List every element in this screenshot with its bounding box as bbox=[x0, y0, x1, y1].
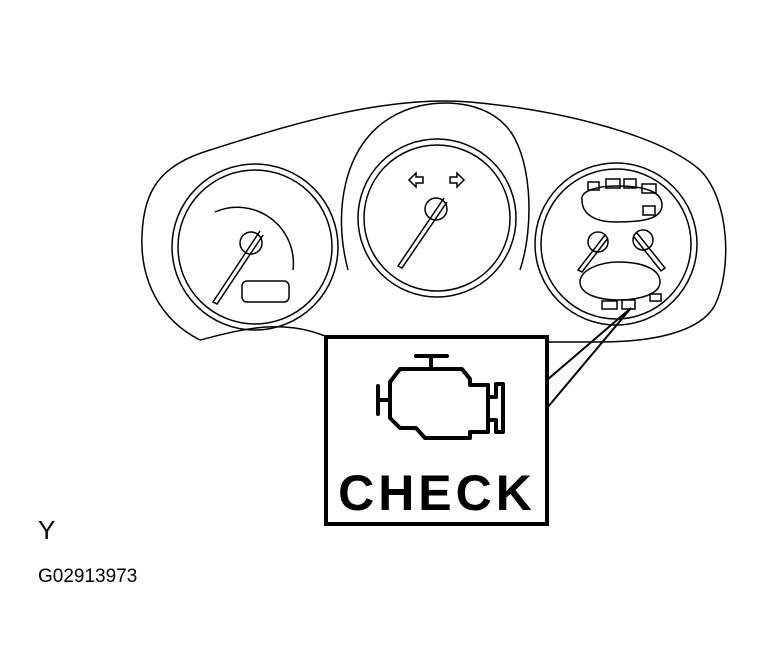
view-label: Y bbox=[38, 515, 56, 545]
center-gauge-needle bbox=[396, 197, 448, 269]
warning-light-3 bbox=[623, 178, 637, 189]
left-gauge-hub bbox=[239, 231, 263, 255]
upper-indicator-panel bbox=[581, 185, 663, 223]
fuel-gauge-needle bbox=[576, 234, 609, 273]
warning-light-5 bbox=[642, 205, 656, 216]
center-gauge-hub bbox=[424, 197, 448, 221]
right-gauge bbox=[534, 162, 698, 326]
turn-signal-left-icon bbox=[407, 171, 424, 189]
center-gauge bbox=[340, 102, 530, 298]
left-gauge-needle bbox=[211, 230, 264, 305]
warning-light-1 bbox=[587, 181, 600, 191]
check-engine-callout: CHECK bbox=[324, 335, 549, 526]
figure-id: G02913973 bbox=[38, 566, 138, 587]
warning-light-2 bbox=[605, 178, 621, 189]
warning-light-6 bbox=[601, 300, 618, 310]
odometer-display bbox=[241, 280, 290, 303]
callout-label: CHECK bbox=[338, 465, 536, 521]
cluster-housing bbox=[141, 100, 727, 343]
warning-light-4 bbox=[641, 183, 657, 194]
check-engine-icon bbox=[376, 354, 505, 440]
warning-light-7 bbox=[649, 293, 662, 302]
check-engine-lamp bbox=[621, 299, 636, 310]
left-gauge bbox=[171, 163, 339, 331]
callout-box bbox=[324, 335, 549, 526]
temp-gauge-hub bbox=[632, 229, 654, 251]
lower-indicator-panel bbox=[579, 261, 661, 301]
temp-gauge-needle bbox=[633, 232, 667, 273]
callout-leader-lines bbox=[546, 307, 632, 409]
left-gauge-scale-arc bbox=[214, 206, 295, 271]
turn-signal-right-icon bbox=[449, 171, 466, 189]
